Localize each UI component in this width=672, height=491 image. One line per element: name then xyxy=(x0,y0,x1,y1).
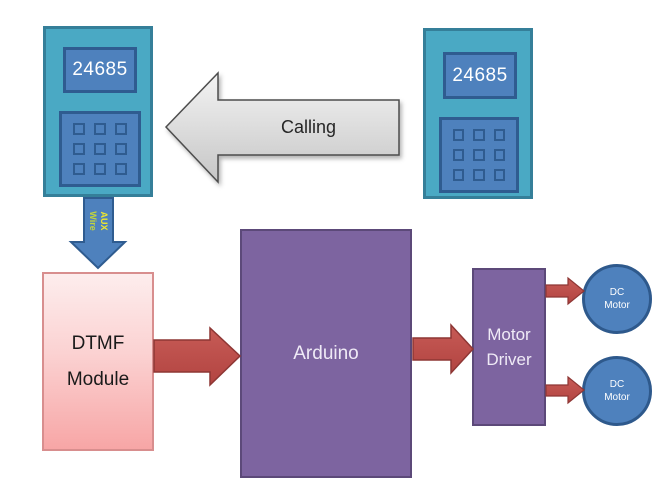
phone-right: 24685 xyxy=(423,28,533,199)
motor-driver-box: Motor Driver xyxy=(472,268,546,426)
motor-driver-label-line2: Driver xyxy=(486,350,532,369)
phone-left-display-value: 24685 xyxy=(72,59,128,80)
keypad-key xyxy=(73,143,85,155)
keypad-key xyxy=(473,129,485,141)
dtmf-to-arduino-arrow xyxy=(153,326,242,387)
keypad-key xyxy=(453,129,465,141)
dtmf-module-label-line2: Module xyxy=(66,368,130,390)
keypad-key xyxy=(473,149,485,161)
phone-right-keypad xyxy=(439,117,519,193)
aux-wire-label-line2: Wire xyxy=(88,211,98,231)
dc-motor-bottom: DC Motor xyxy=(582,356,652,426)
phone-left: 24685 xyxy=(43,26,153,197)
phone-right-display-value: 24685 xyxy=(452,64,508,86)
dc-motor-top-label-line1: DC xyxy=(609,287,625,298)
dtmf-module-label-line1: DTMF xyxy=(71,332,125,354)
keypad-key xyxy=(493,129,505,141)
motor-driver-label-line1: Motor xyxy=(487,325,531,344)
keypad-key xyxy=(73,163,85,175)
driver-to-motor-top-arrow xyxy=(545,276,585,306)
dtmf-module-box: DTMF Module xyxy=(42,272,154,451)
keypad-key xyxy=(115,143,127,155)
keypad-key xyxy=(115,123,127,135)
keypad-key xyxy=(493,169,505,181)
phone-left-display: 24685 xyxy=(63,47,137,93)
calling-arrow-label: Calling xyxy=(218,100,399,155)
arduino-box: Arduino xyxy=(240,229,412,478)
phone-left-keypad xyxy=(59,111,141,187)
phone-right-display: 24685 xyxy=(443,52,517,99)
keypad-key xyxy=(94,143,106,155)
keypad-key xyxy=(115,163,127,175)
driver-to-motor-bottom-arrow xyxy=(545,375,585,405)
arduino-label: Arduino xyxy=(293,342,359,364)
aux-wire-label: AUX Wire xyxy=(85,199,111,243)
dc-motor-bottom-label-line2: Motor xyxy=(604,392,630,403)
calling-text: Calling xyxy=(280,117,337,137)
keypad-key xyxy=(453,169,465,181)
keypad-key xyxy=(493,149,505,161)
keypad-key xyxy=(94,163,106,175)
keypad-key xyxy=(73,123,85,135)
dc-motor-bottom-label-line1: DC xyxy=(609,379,625,390)
keypad-key xyxy=(94,123,106,135)
aux-wire-label-line1: AUX xyxy=(99,211,109,231)
dc-motor-top: DC Motor xyxy=(582,264,652,334)
arduino-to-driver-arrow xyxy=(412,323,475,375)
keypad-key xyxy=(473,169,485,181)
dc-motor-top-label-line2: Motor xyxy=(604,300,630,311)
keypad-key xyxy=(453,149,465,161)
